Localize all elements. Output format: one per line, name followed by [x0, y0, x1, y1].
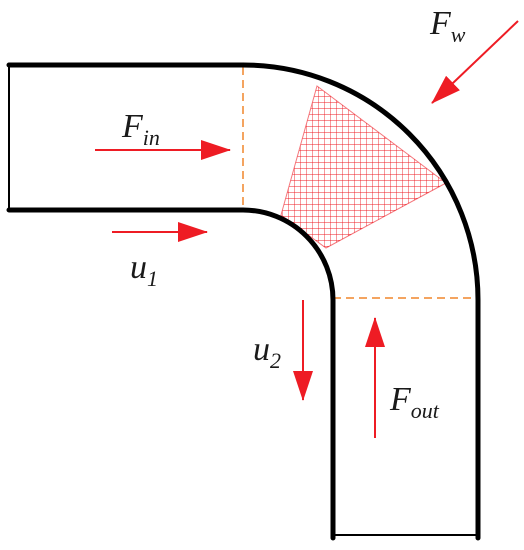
- outer-pipe-wall: [6, 62, 481, 541]
- u1-label: u1: [130, 249, 158, 291]
- control-volume-hatch: [280, 85, 447, 249]
- inner-pipe-wall: [6, 207, 336, 541]
- f-w-label: Fw: [429, 5, 466, 47]
- f-w-arrow: [431, 20, 519, 104]
- u2-label: u2: [253, 331, 281, 373]
- f-out-label: Fout: [389, 381, 440, 423]
- f-in-label: Fin: [121, 108, 160, 150]
